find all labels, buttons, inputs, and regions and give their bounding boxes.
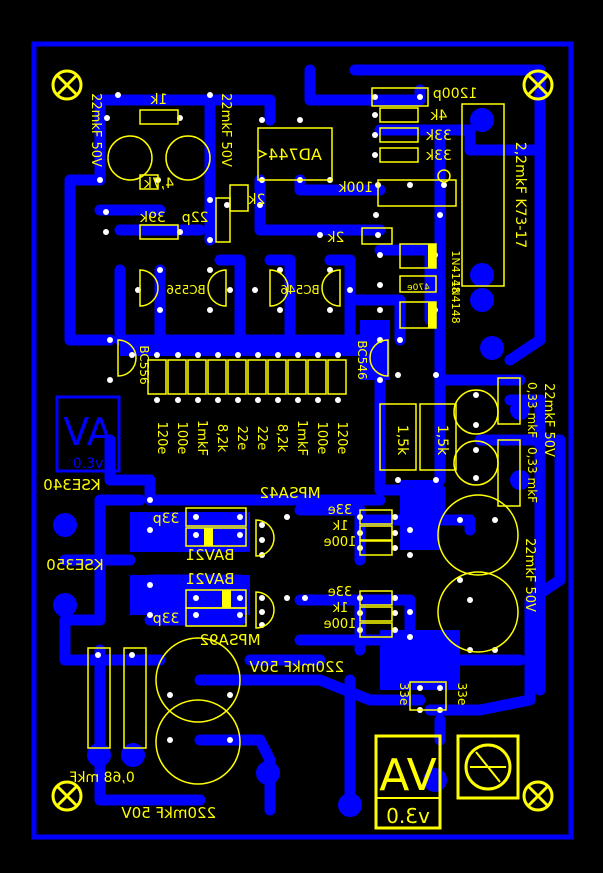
mount-hole-tl: [51, 69, 83, 101]
label-q-bc546-right: BC546: [355, 340, 369, 379]
silkscreen-outlines: [87, 87, 521, 785]
label-r-100k: 100k: [338, 180, 374, 196]
label-kse340: KSE340: [43, 476, 100, 494]
label-r-22-a: 22e: [234, 426, 249, 451]
label-r-8k2-b: 8,2k: [274, 424, 289, 453]
label-c-22mkf-left: 22mkF 50V: [88, 93, 103, 167]
label-r-1k-top: 1k: [149, 92, 167, 108]
label-r-100-b: 100e: [314, 422, 329, 455]
label-r-120-a: 120e: [154, 422, 169, 455]
label-r-39k: 39k: [139, 210, 166, 226]
label-c-1200p: 1200p: [433, 86, 478, 102]
label-d-1n4148-a: 1N4148: [449, 250, 462, 293]
label-ic-ad744: AD744: [268, 145, 322, 164]
label-r-8k2-a: 8,2k: [214, 424, 229, 453]
label-c-22-50-b: 22mkF 50V: [522, 538, 537, 612]
mount-hole-bl: [51, 780, 83, 812]
label-c-22mkf-right: 22mkF 50V: [218, 93, 233, 167]
label-r-33e-a: 33e: [328, 503, 353, 518]
label-bav21-a: BAV21: [186, 546, 235, 564]
label-r-120-b: 120e: [334, 422, 349, 455]
label-c-033-b: 0,33 mkF: [525, 447, 539, 503]
label-c-33p-a: 33p: [153, 511, 180, 527]
mount-hole-br: [522, 780, 554, 812]
label-c-068: 0,68 mkF: [69, 770, 134, 786]
label-r-1k5-a: 1,5k: [394, 425, 410, 456]
logo-av-small-text: VA: [63, 410, 113, 454]
label-r-4k: 4k: [429, 108, 447, 124]
logo-av-small: VA 0.3v: [55, 395, 121, 473]
label-bav21-b: BAV21: [186, 570, 235, 588]
label-r-2k-a: 2k: [247, 192, 265, 208]
label-r-33e-b: 33e: [328, 585, 353, 600]
silk-fills: [204, 244, 436, 608]
label-r-2k-b: 2k: [326, 230, 344, 246]
mounting-holes: [51, 69, 554, 812]
label-c-033-a: 0,33 mkF: [525, 382, 539, 438]
label-r-33k-a: 33k: [425, 128, 452, 144]
label-r-1k-d: 1k: [332, 601, 348, 616]
label-r-1mkf-b: 1mkF: [294, 420, 309, 456]
logo-av: AV v3.0: [374, 734, 442, 830]
label-cap-k73: 2,2mkF K73-17: [512, 142, 528, 248]
logo-ce-mark: [456, 734, 520, 800]
label-r-4k7: 4,7k: [143, 176, 174, 192]
label-mpsa92: MPSA92: [199, 631, 260, 649]
label-q-bc556-left: BC556: [166, 283, 205, 297]
label-kse350: KSE350: [46, 556, 103, 574]
label-r-1k5-b: 1,5k: [434, 425, 450, 456]
label-r-100e-c: 100e: [324, 535, 357, 550]
label-r-100-a: 100e: [174, 422, 189, 455]
board-outline: [31, 41, 574, 840]
mount-hole-tr: [522, 69, 554, 101]
label-q-bc556-right: BC556: [137, 345, 151, 384]
label-c-22p: 22p: [182, 210, 209, 226]
label-r-470e: 470e: [407, 283, 430, 293]
small-pads: [95, 92, 498, 743]
label-r-100e-d: 100e: [324, 617, 357, 632]
label-r-1k-c: 1k: [332, 519, 348, 534]
logo-ver-small-text: 0.3v: [73, 456, 104, 472]
logo-av-text: AV: [379, 750, 436, 801]
logo-ver-text: v3.0: [386, 804, 430, 828]
label-r-33k-b: 33k: [425, 148, 452, 164]
label-q-bc546: BC546: [280, 283, 319, 297]
label-d-1n4148-b: 1N4148: [449, 280, 462, 323]
label-c-220-50v-bottom: 220mkF 50V: [121, 804, 216, 822]
label-c-33p-b: 33p: [153, 611, 180, 627]
label-mpsa42: MPSA42: [259, 484, 320, 502]
label-r-22-b: 22e: [254, 426, 269, 451]
label-r-33e-c: 33e: [397, 683, 411, 706]
silk-labels: 1k 4,7k 39k 22p 2k 2k 100k AD744 1200p 4…: [43, 86, 556, 822]
label-r-33e-d: 33e: [455, 683, 469, 706]
label-r-1mkf: 1mkF: [194, 420, 209, 456]
label-c-22-50-a: 22mkF 50V: [541, 383, 556, 457]
label-c-220-50v-top: 220mkF 50V: [249, 658, 344, 676]
